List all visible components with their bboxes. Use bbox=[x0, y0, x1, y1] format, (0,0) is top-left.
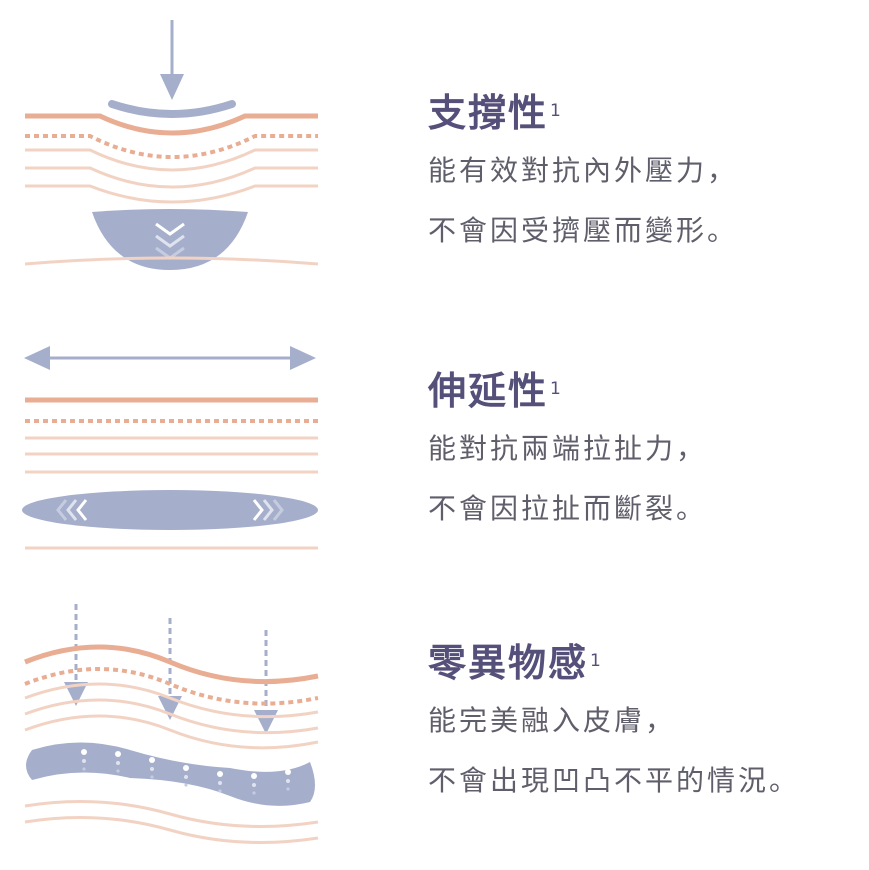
blend-icon bbox=[24, 604, 319, 844]
stretch-line-1: 能對抗兩端拉扯力， bbox=[428, 432, 708, 465]
support-line-2: 不會因受擠壓而變形。 bbox=[428, 214, 739, 247]
support-line-1: 能有效對抗內外壓力， bbox=[428, 154, 739, 187]
press-down-icon bbox=[24, 20, 319, 270]
stretch-icon bbox=[22, 346, 318, 550]
no-foreign-body-line-2: 不會出現凹凸不平的情況。 bbox=[428, 764, 801, 797]
stretch-line-2: 不會因拉扯而斷裂。 bbox=[428, 492, 708, 525]
no-foreign-body-line-1: 能完美融入皮膚， bbox=[428, 704, 677, 737]
